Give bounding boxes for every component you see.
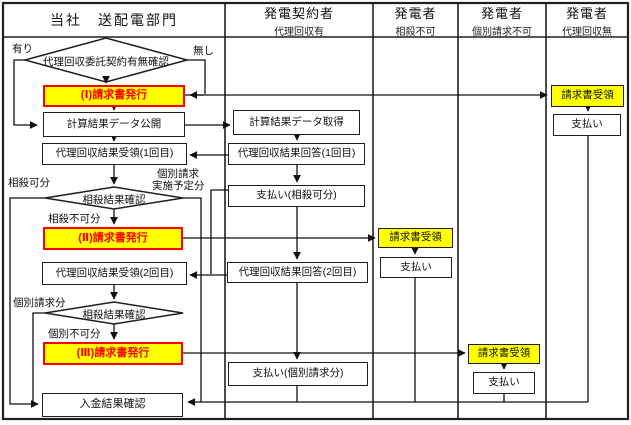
process-agency-result-response-2: 代理回収結果回答(2回目) bbox=[227, 262, 368, 283]
process-invoice-receipt-b: 請求書受領 bbox=[468, 344, 540, 364]
process-calc-result-fetch: 計算結果データ取得 bbox=[233, 110, 360, 135]
label-offsettable: 相殺可分 bbox=[8, 177, 50, 189]
process-agency-result-receipt-2: 代理回収結果受領(2回目) bbox=[42, 262, 187, 285]
process-agency-result-receipt-1: 代理回収結果受領(1回目) bbox=[42, 143, 187, 165]
decision-agency-contract-check-label: 代理回収委託契約有無確認 bbox=[43, 56, 169, 68]
process-payment-individual: 支払い(個別請求分) bbox=[228, 362, 368, 386]
column-header-5: 発電者 代理回収無 bbox=[546, 3, 628, 38]
decision-offset-result-check-2 bbox=[44, 301, 184, 325]
column-title: 発電者 bbox=[565, 5, 608, 21]
label-individual-planned-1: 個別請求 bbox=[157, 168, 199, 180]
column-header-3: 発電者 相殺不可 bbox=[373, 3, 458, 38]
process-payment-offsettable: 支払い(相殺可分) bbox=[228, 185, 365, 207]
column-header-4: 発電者 個別請求不可 bbox=[458, 3, 546, 38]
label-yes: 有り bbox=[12, 43, 33, 55]
process-invoice-issue-2: (Ⅱ)請求書発行 bbox=[43, 227, 183, 250]
process-invoice-issue-3: (Ⅲ)請求書発行 bbox=[43, 342, 183, 365]
label-individual-billing: 個別請求分 bbox=[13, 297, 66, 309]
process-payment-a: 支払い bbox=[380, 257, 452, 278]
column-header-2: 発電契約者 代理回収有 bbox=[225, 3, 373, 38]
column-subtitle: 個別請求不可 bbox=[472, 26, 532, 38]
process-invoice-receipt-c: 請求書受領 bbox=[551, 85, 624, 107]
process-payment-b: 支払い bbox=[473, 372, 535, 394]
label-not-offsettable: 相殺不可分 bbox=[48, 213, 101, 225]
decision-offset-result-check-1-label: 相殺結果確認 bbox=[82, 194, 146, 206]
column-title: 発電者 bbox=[480, 5, 523, 21]
column-header-1: 当社 送配電部門 bbox=[3, 3, 225, 37]
label-individual-not-possible: 個別不可分 bbox=[48, 328, 101, 340]
column-title: 発電者 bbox=[394, 5, 437, 21]
process-payment-c: 支払い bbox=[553, 114, 621, 136]
process-deposit-result-confirm: 入金結果確認 bbox=[42, 393, 183, 417]
label-individual-planned-2: 実施予定分 bbox=[152, 180, 205, 192]
column-subtitle: 代理回収有 bbox=[274, 26, 324, 38]
process-calc-result-publish: 計算結果データ公開 bbox=[43, 112, 185, 137]
column-subtitle: 代理回収無 bbox=[562, 26, 612, 38]
column-title: 当社 送配電部門 bbox=[50, 12, 178, 28]
column-subtitle: 相殺不可 bbox=[395, 26, 436, 38]
process-invoice-receipt-a: 請求書受領 bbox=[378, 228, 453, 248]
decision-offset-result-check-2-label: 相殺結果確認 bbox=[82, 309, 146, 321]
process-agency-result-response-1: 代理回収結果回答(1回目) bbox=[228, 143, 365, 165]
label-no: 無し bbox=[193, 45, 214, 57]
process-invoice-issue-1: (Ⅰ)請求書発行 bbox=[43, 85, 185, 107]
column-title: 発電契約者 bbox=[263, 5, 334, 21]
